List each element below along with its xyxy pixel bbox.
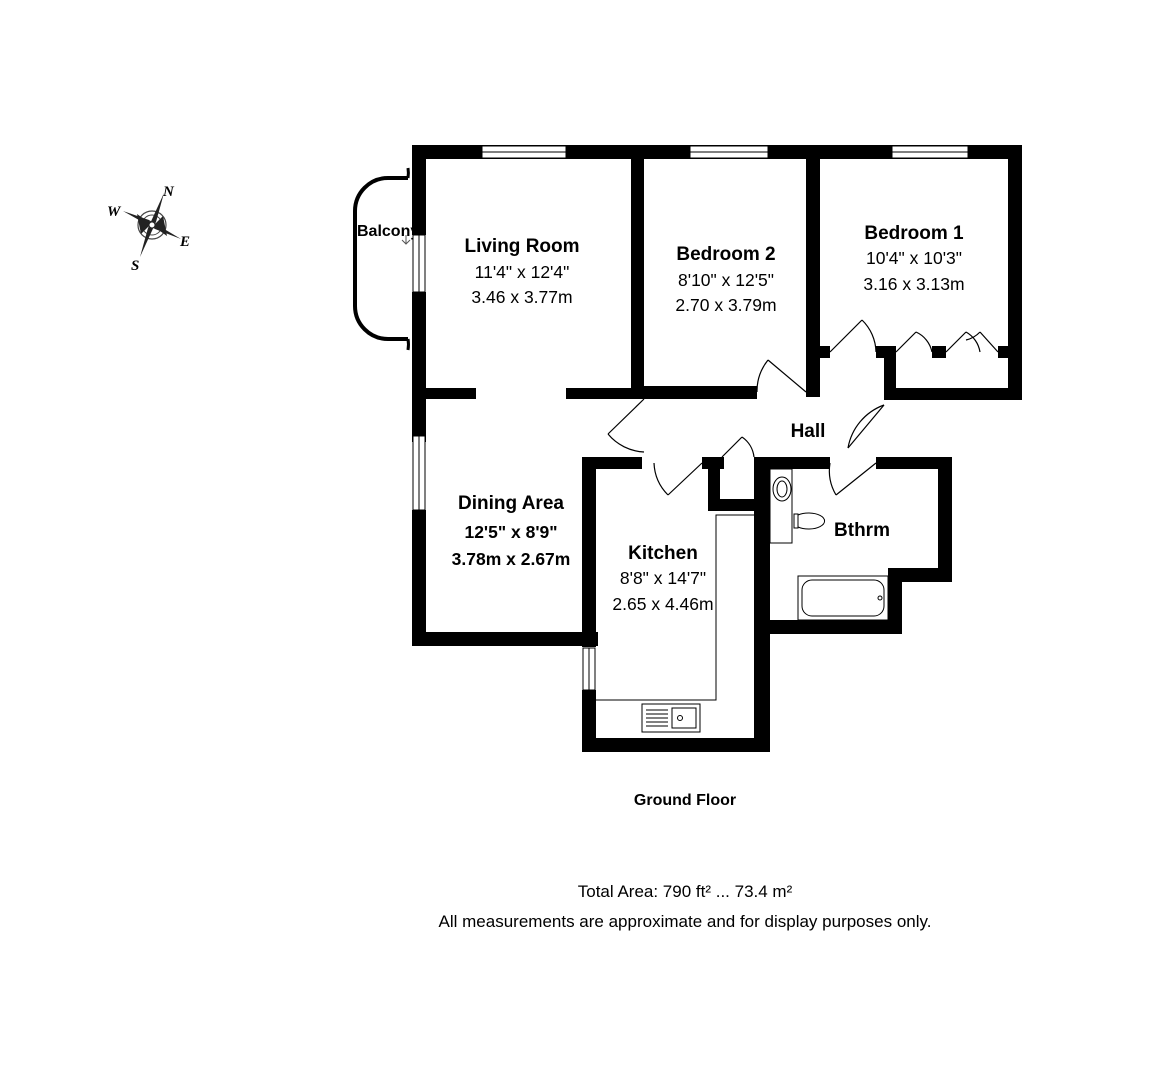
balcony: Balcony — [353, 167, 419, 351]
windows — [412, 145, 969, 691]
bedroom1-imperial: 10'4" x 10'3" — [866, 248, 962, 268]
dining-area-name: Dining Area — [458, 493, 564, 514]
living-room-metric: 3.46 x 3.77m — [471, 287, 572, 307]
living-room-imperial: 11'4" x 12'4" — [475, 262, 570, 282]
bedroom1-metric: 3.16 x 3.13m — [863, 274, 964, 294]
compass-s: S — [131, 258, 139, 274]
doors — [607, 319, 999, 496]
dining-area-metric: 3.78m x 2.67m — [452, 549, 571, 569]
bedroom2-imperial: 8'10" x 12'5" — [678, 270, 774, 290]
living-room-name: Living Room — [464, 236, 579, 257]
dining-area-imperial: 12'5" x 8'9" — [464, 522, 557, 542]
kitchen-name: Kitchen — [628, 543, 698, 564]
compass-n: N — [162, 184, 175, 200]
disclaimer: All measurements are approximate and for… — [439, 912, 932, 931]
balcony-label: Balcony — [357, 223, 419, 240]
bathroom-name: Bthrm — [834, 520, 890, 541]
compass-icon: N E S W — [107, 184, 190, 274]
floor-label: Ground Floor — [634, 792, 736, 809]
bedroom2-metric: 2.70 x 3.79m — [675, 295, 776, 315]
kitchen-imperial: 8'8" x 14'7" — [620, 568, 706, 588]
compass-w: W — [107, 204, 122, 220]
walls — [412, 145, 1022, 752]
hall-name: Hall — [791, 421, 826, 442]
total-area: Total Area: 790 ft² ... 73.4 m² — [578, 882, 793, 901]
bathroom-fittings — [769, 468, 889, 621]
bedroom2-name: Bedroom 2 — [676, 244, 775, 265]
kitchen-metric: 2.65 x 4.46m — [612, 594, 713, 614]
bedroom1-name: Bedroom 1 — [864, 223, 964, 244]
compass-e: E — [179, 234, 190, 250]
kitchen-fittings — [596, 514, 754, 733]
